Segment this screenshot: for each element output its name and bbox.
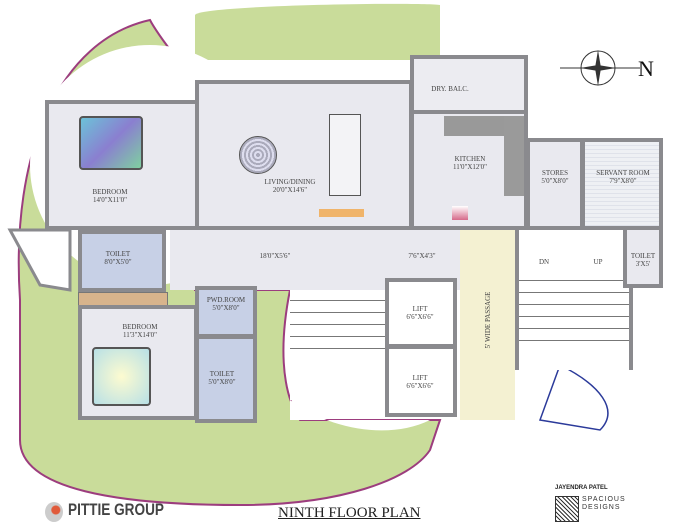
architect-name: JAYENDRA PATEL <box>555 485 608 491</box>
living-dining <box>195 80 413 230</box>
corridor-label: 18'0"X5'6" <box>259 252 291 260</box>
lobby-label: 7'6"X4'3" <box>408 252 436 260</box>
plan-title: NINTH FLOOR PLAN <box>278 505 421 521</box>
compass-icon <box>560 50 640 86</box>
stair-down-label: DN <box>538 258 550 266</box>
developer-name: PITTIE GROUP <box>68 500 164 519</box>
passage <box>460 230 515 420</box>
kitchen <box>410 110 528 230</box>
coffee-table <box>239 136 277 174</box>
lift-1 <box>385 278 457 348</box>
railing-curve <box>538 363 609 431</box>
console <box>319 209 364 217</box>
bedroom-2 <box>78 305 198 420</box>
stair-up-label: UP <box>593 258 603 266</box>
toilet-3 <box>623 226 663 288</box>
spacious-designs-logo-icon <box>555 496 579 522</box>
pwd-room <box>195 286 257 338</box>
bed <box>79 116 143 170</box>
fridge <box>452 206 468 220</box>
architect-firm: SPACIOUS DESIGNS <box>582 496 626 511</box>
stair-left <box>290 290 385 400</box>
stair-curve <box>290 400 430 431</box>
bed <box>92 347 151 406</box>
balcony-door <box>7 228 72 292</box>
toilet-2 <box>195 335 257 423</box>
dry-balcony-label: DRY. BALC. <box>431 85 469 93</box>
stair-right <box>515 230 633 370</box>
passage-label: 5' WIDE PASSAGE <box>484 291 492 349</box>
lift-2 <box>385 345 457 417</box>
kitchen-counter-side <box>504 116 524 196</box>
pittie-logo-icon <box>45 502 63 522</box>
north-label: N <box>638 56 654 81</box>
dining-table <box>329 114 361 196</box>
toilet-1 <box>78 230 166 292</box>
dry-balcony <box>410 55 528 115</box>
bedroom-1 <box>45 100 200 230</box>
garden-top <box>195 3 440 61</box>
servant-room <box>581 138 663 230</box>
